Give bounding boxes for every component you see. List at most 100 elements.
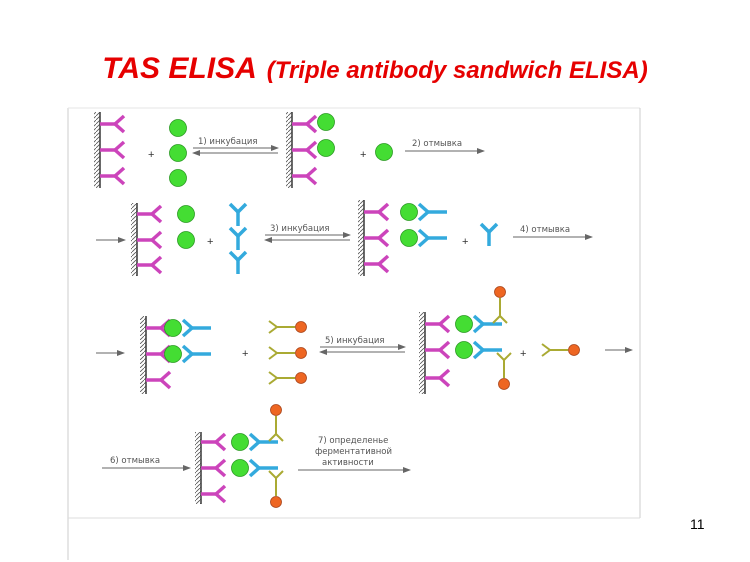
antibody-arm — [438, 368, 451, 380]
capture-antibody — [100, 114, 126, 134]
capture-antibody — [364, 254, 390, 274]
plus-sign: + — [148, 149, 154, 161]
capture-antibody — [364, 202, 390, 222]
antibody-arm — [377, 210, 390, 222]
antibody-arm — [181, 352, 194, 364]
step-2-arrow: 2) отмывка — [405, 139, 485, 154]
antigen-circle — [169, 119, 187, 137]
detection-antibody — [228, 226, 248, 250]
antigen-circle — [164, 345, 182, 363]
enzyme-label — [568, 344, 580, 356]
plus-sign: + — [360, 149, 366, 161]
page-number: 11 — [690, 516, 705, 532]
antigen-circle — [177, 231, 195, 249]
antibody-arm — [472, 322, 485, 334]
capture-antibody — [425, 340, 451, 360]
detection-antibody — [248, 432, 278, 452]
antibody-arm — [248, 432, 261, 444]
solid-phase-plate — [131, 203, 138, 276]
step-7-arrow: 7) определенье ферментативной активности — [298, 436, 411, 473]
antibody-arm — [150, 204, 163, 216]
antigen-circle — [231, 433, 249, 451]
antibody-arm — [472, 314, 485, 326]
plate-hatching — [195, 432, 201, 504]
antibody-arm — [236, 250, 248, 262]
antibody-arm — [150, 212, 163, 224]
slide-title: TAS ELISA(Triple antibody sandwich ELISA… — [0, 52, 750, 86]
antibody-arm — [236, 202, 248, 214]
antigen-circle — [400, 229, 418, 247]
step-7-label-line-3: активности — [322, 458, 374, 468]
solid-phase-plate — [94, 112, 101, 188]
antibody-arm — [181, 326, 194, 338]
enzyme-conjugate-antibody — [268, 470, 284, 496]
antibody-arm — [417, 210, 430, 222]
detection-antibody — [479, 222, 499, 246]
antibody-arm — [377, 236, 390, 248]
antibody-arm — [438, 322, 451, 334]
step-5-label: 5) инкубация — [325, 336, 385, 346]
antibody-arm — [248, 458, 261, 470]
plate-hatching — [94, 112, 100, 188]
antigen-circle — [164, 319, 182, 337]
antibody-arm — [268, 371, 278, 379]
capture-antibody — [146, 370, 172, 390]
antibody-arm — [377, 202, 390, 214]
diagram-scene — [94, 112, 580, 508]
antibody-arm — [438, 348, 451, 360]
antibody-arm — [113, 174, 126, 186]
antibody-arm — [268, 346, 278, 354]
enzyme-label — [295, 347, 307, 359]
antibody-arm — [248, 466, 261, 478]
antibody-arm — [214, 458, 227, 470]
antigen-circle — [169, 169, 187, 187]
solid-phase-plate — [419, 312, 426, 394]
step-1-arrow: 1) инкубация — [192, 137, 279, 156]
antibody-arm — [377, 254, 390, 266]
antibody-arm — [377, 262, 390, 274]
antibody-arm — [487, 222, 499, 234]
antibody-arm — [268, 433, 277, 442]
detection-antibody — [248, 458, 278, 478]
step-7-label-line-2: ферментативной — [315, 447, 392, 457]
antibody-arm — [417, 236, 430, 248]
detection-antibody — [228, 250, 248, 274]
solid-phase-plate — [286, 112, 293, 188]
enzyme-label — [494, 286, 506, 298]
antibody-arm — [150, 255, 163, 267]
solid-phase-plate — [140, 316, 147, 394]
antibody-arm — [438, 340, 451, 352]
antibody-arm — [275, 433, 284, 442]
antibody-arm — [150, 230, 163, 242]
capture-antibody — [137, 255, 163, 275]
antibody-arm — [472, 348, 485, 360]
antigen-circle — [169, 144, 187, 162]
antibody-arm — [472, 340, 485, 352]
plus-sign: + — [520, 348, 526, 360]
capture-antibody — [100, 166, 126, 186]
enzyme-label — [270, 404, 282, 416]
antibody-arm — [268, 326, 278, 334]
antibody-arm — [479, 222, 491, 234]
plate-hatching — [140, 316, 146, 394]
antibody-arm — [417, 228, 430, 240]
antibody-arm — [214, 484, 227, 496]
detection-antibody — [228, 202, 248, 226]
antibody-arm — [228, 226, 240, 238]
enzyme-conjugate-antibody — [492, 298, 508, 324]
antibody-arm — [214, 492, 227, 504]
capture-antibody — [292, 140, 318, 160]
title-main: TAS ELISA — [102, 52, 257, 85]
step-1-label: 1) инкубация — [198, 137, 258, 147]
detection-antibody — [472, 340, 502, 360]
capture-antibody — [137, 204, 163, 224]
antibody-arm — [113, 140, 126, 152]
plate-hatching — [131, 203, 137, 276]
solid-phase-plate — [358, 200, 365, 276]
antibody-arm — [150, 238, 163, 250]
antibody-arm — [236, 226, 248, 238]
enzyme-conjugate-antibody — [268, 320, 295, 334]
antibody-arm — [159, 378, 172, 390]
plate-hatching — [419, 312, 425, 394]
plus-sign: + — [207, 236, 213, 248]
